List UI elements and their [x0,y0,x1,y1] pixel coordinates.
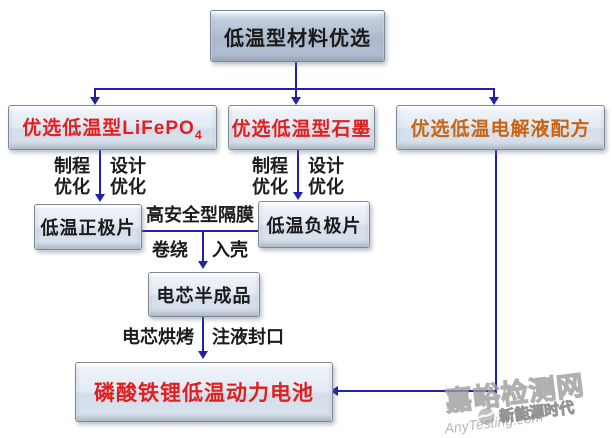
arrow-down-lifepo4-icon [90,97,100,105]
label-process-opt-mid-line1: 制程 [252,156,288,176]
node-material-selection-label: 低温型材料优选 [224,27,371,50]
label-design-opt-left-line1: 设计 [110,156,146,176]
connector-lifepo4-to-cathode [99,148,101,195]
label-winding: 卷绕 [152,240,188,260]
connector-to-electrolyte [493,88,495,98]
node-lifepo4-label: 优选低温型LiFePO4 [22,113,202,142]
node-anode-sheet-label: 低温负极片 [266,215,362,236]
watermark-brand-logo-icon [478,408,495,425]
node-semi-cell: 电芯半成品 [148,272,260,317]
label-design-opt-left-line2: 优化 [110,177,146,197]
label-process-opt-mid: 制程 优化 [248,156,292,198]
node-graphite: 优选低温型石墨 [228,105,375,150]
node-cathode-sheet: 低温正极片 [34,204,142,250]
label-process-opt-left-line2: 优化 [54,177,90,197]
arrow-down-battery-icon [198,351,208,359]
node-graphite-label: 优选低温型石墨 [231,119,372,140]
connector-electrolyte-to-battery [338,390,497,392]
label-casing: 入壳 [212,240,248,260]
arrow-down-electrolyte-icon [489,97,499,105]
node-material-selection: 低温型材料优选 [210,10,385,62]
label-design-opt-mid-line1: 设计 [308,156,344,176]
label-separator: 高安全型隔膜 [146,205,254,225]
connector-to-graphite [295,88,297,98]
label-design-opt-mid-line2: 优化 [308,177,344,197]
watermark-brand-name: 新能源时代 [498,399,576,426]
node-lifepo4-subscript: 4 [194,127,203,142]
label-process-opt-mid-line2: 优化 [252,177,288,197]
node-battery-label: 磷酸铁锂低温动力电池 [94,382,314,405]
connector-cathode-anode-line [140,230,258,232]
connector-electrolyte-down [495,148,497,393]
connector-to-semicell [202,230,204,262]
arrow-down-graphite-icon [291,97,301,105]
label-process-opt-left-line1: 制程 [54,156,90,176]
arrow-down-anode-icon [293,192,303,200]
watermark-url: AnyTesting.com [443,408,544,437]
connector-graphite-to-anode [297,148,299,193]
node-anode-sheet: 低温负极片 [258,201,370,248]
node-lifepo4: 优选低温型LiFePO4 [8,105,217,150]
connector-semicell-to-battery [202,315,204,352]
connector-top-stem [295,62,297,89]
label-design-opt-mid: 设计 优化 [304,156,348,198]
connector-to-lifepo4 [94,88,96,98]
node-electrolyte-label: 优选低温电解液配方 [410,119,591,140]
node-cathode-sheet-label: 低温正极片 [40,218,136,238]
node-semi-cell-label: 电芯半成品 [156,285,252,306]
label-baking: 电芯烘烤 [122,327,194,347]
label-process-opt-left: 制程 优化 [50,156,94,198]
node-lifepo4-text: 优选低温型LiFePO [22,118,195,140]
node-battery: 磷酸铁锂低温动力电池 [75,362,333,422]
label-injection-sealing: 注液封口 [212,327,284,347]
arrow-down-semicell-icon [198,261,208,269]
connector-branch-line [94,88,495,90]
watermark: 嘉峪检测网 AnyTesting.com 新能源时代 [432,355,612,438]
arrow-left-battery-icon [330,386,338,396]
label-design-opt-left: 设计 优化 [106,156,150,198]
node-electrolyte: 优选低温电解液配方 [396,105,605,150]
arrow-down-cathode-icon [95,194,105,202]
